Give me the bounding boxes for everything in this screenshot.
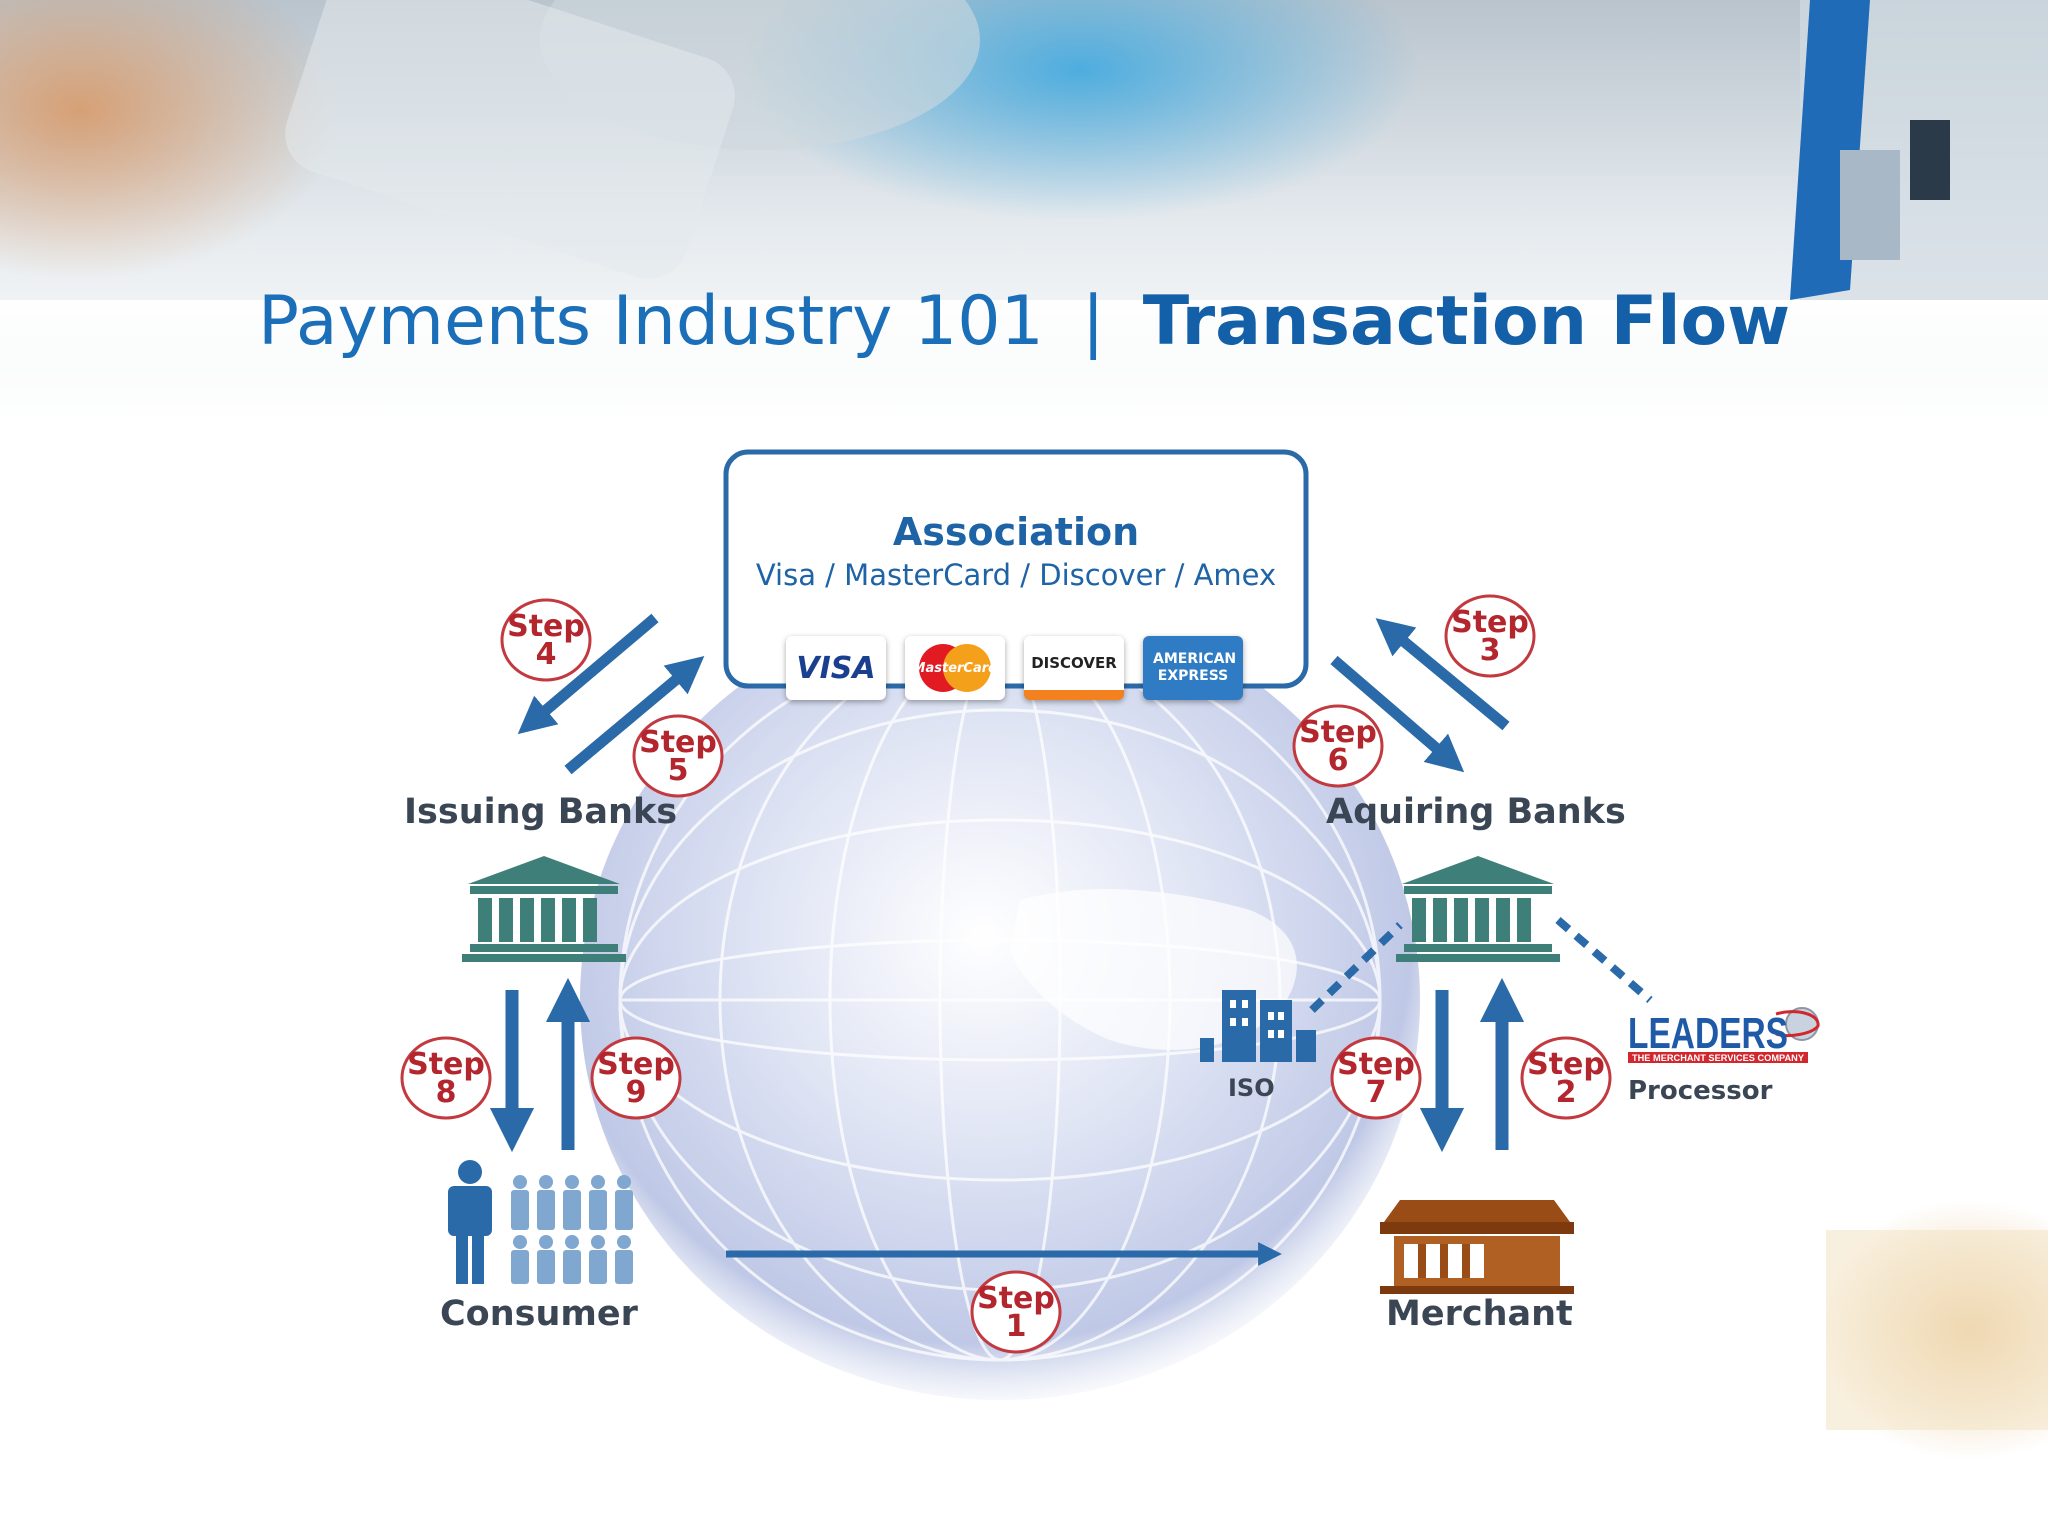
step-badge-number: 7 (1366, 1075, 1387, 1110)
leaders-logo: LEADERS THE MERCHANT SERVICES COMPANY (1628, 1007, 1820, 1063)
step-badge-number: 6 (1328, 743, 1349, 778)
step-badge-number: 3 (1480, 633, 1501, 668)
merchant-label: Merchant (1386, 1294, 1573, 1334)
issuing-banks-label: Issuing Banks (404, 792, 678, 832)
amex-card-label: AMERICAN EXPRESS (1153, 651, 1237, 684)
mastercard-logo-icon (919, 644, 991, 692)
visa-card: VISA (786, 636, 886, 700)
processor-label: Processor (1628, 1076, 1773, 1106)
step-badges: Step1Step2Step3Step4Step5Step6Step7Step8… (400, 594, 1612, 1354)
title-bold: Transaction Flow (1142, 282, 1791, 361)
step-badge-word: Step (639, 725, 717, 760)
amex-card: AMERICAN EXPRESS (1143, 636, 1243, 700)
svg-text:THE MERCHANT SERVICES COMPANY: THE MERCHANT SERVICES COMPANY (1632, 1053, 1804, 1063)
step-badge-circle (632, 714, 724, 798)
page-title: Payments Industry 101 | Transaction Flow (0, 282, 2048, 361)
consumer-label: Consumer (440, 1294, 638, 1334)
arrow-step4 (517, 613, 659, 735)
iso-building-icon (1200, 990, 1316, 1062)
step-badge-circle (1444, 594, 1536, 678)
step-badge-circle (1292, 704, 1384, 788)
visa-card-label: VISA (796, 650, 876, 686)
step-badge-number: 4 (536, 637, 557, 672)
association-box (723, 449, 1309, 689)
step-badge-number: 9 (626, 1075, 647, 1110)
arrow-step5 (564, 656, 705, 775)
iso-link (1309, 922, 1403, 1013)
mastercard-card-label: MasterCard (912, 660, 998, 676)
processor-link (1555, 916, 1653, 1004)
acquiring-banks-label: Aquiring Banks (1326, 792, 1626, 832)
merchant-store-icon (1380, 1200, 1574, 1294)
step-badge-word: Step (507, 609, 585, 644)
step-badge-word: Step (407, 1047, 485, 1082)
title-main: Payments Industry 101 (257, 282, 1044, 361)
step-badge-word: Step (1527, 1047, 1605, 1082)
step-badge-word: Step (597, 1047, 675, 1082)
step-badge-number: 2 (1556, 1075, 1577, 1110)
discover-card: DISCOVER (1024, 636, 1124, 700)
arrow-step3 (1375, 618, 1510, 731)
discover-card-label: DISCOVER (1031, 654, 1117, 672)
step-badge-circle (1330, 1036, 1422, 1120)
issuing-bank-icon (462, 856, 626, 962)
step-badge-circle (500, 598, 592, 682)
step-badge-circle (590, 1036, 682, 1120)
step-badge-word: Step (977, 1281, 1055, 1316)
svg-text:LEADERS: LEADERS (1628, 1009, 1788, 1058)
step-badge-circle (400, 1036, 492, 1120)
step-badge-number: 8 (436, 1075, 457, 1110)
arrow-step6 (1330, 655, 1465, 773)
step-badge-word: Step (1299, 715, 1377, 750)
title-separator: | (1081, 282, 1105, 361)
step-badge-number: 5 (668, 753, 689, 788)
mastercard-card: MasterCard (905, 636, 1005, 700)
step-badge-circle (1520, 1036, 1612, 1120)
step-badge-word: Step (1337, 1047, 1415, 1082)
association-title: Association (892, 510, 1140, 554)
step-badge-word: Step (1451, 605, 1529, 640)
consumer-people-icon (448, 1160, 633, 1284)
iso-label: ISO (1228, 1074, 1275, 1102)
step-badge-circle (970, 1270, 1062, 1354)
step-badge-number: 1 (1006, 1309, 1027, 1344)
association-subtitle: Visa / MasterCard / Discover / Amex (755, 558, 1277, 592)
acquiring-bank-icon (1396, 856, 1560, 962)
